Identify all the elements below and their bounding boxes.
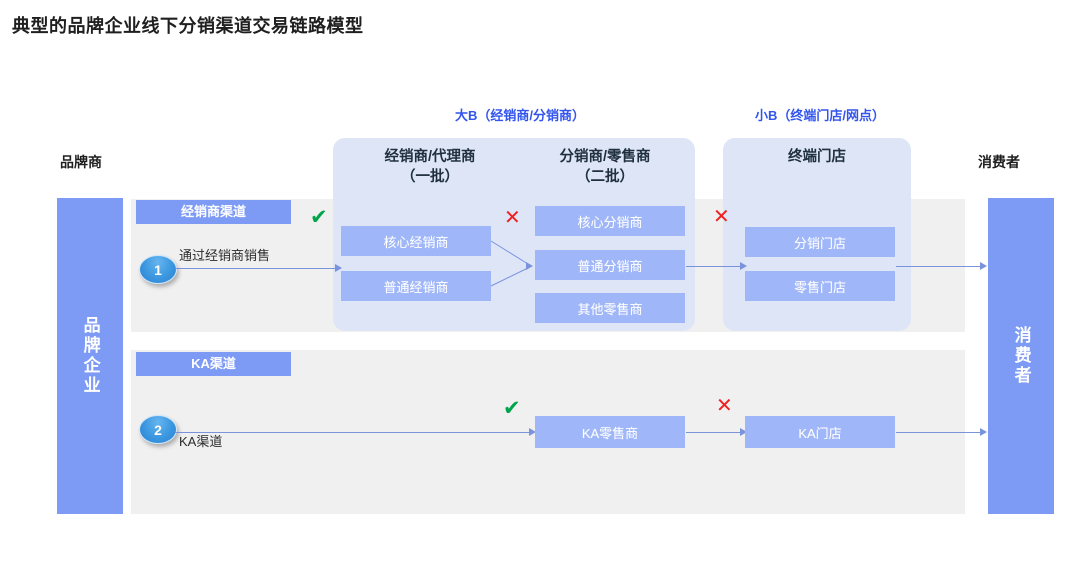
arrowhead-dealer-to-distributor	[526, 262, 533, 270]
node-retail-store[interactable]: 零售门店	[745, 271, 895, 301]
arrowhead-ka-store-to-consumer	[980, 428, 987, 436]
flow-label-dealer-channel: 通过经销商销售	[179, 248, 271, 263]
stage-title-terminal-store: 终端门店	[788, 149, 846, 165]
node-normal-dealer[interactable]: 普通经销商	[341, 271, 491, 301]
column-header-consumer: 消费者	[978, 154, 1020, 170]
node-distribution-store[interactable]: 分销门店	[745, 227, 895, 257]
step-badge-1: 1	[139, 255, 177, 284]
cross-icon-ka-retailer-to-ka-store: ✕	[716, 395, 733, 417]
group-caption-big-b: 大B（经销商/分销商）	[454, 108, 585, 123]
connector-brand-to-ka-retailer	[175, 432, 532, 433]
arrowhead-store-to-consumer	[980, 262, 987, 270]
node-core-distributor[interactable]: 核心分销商	[535, 206, 685, 236]
arrowhead-ka-retailer-to-ka-store	[740, 428, 747, 436]
node-core-dealer[interactable]: 核心经销商	[341, 226, 491, 256]
stage-title-distributor: 分销商/零售商 （二批）	[559, 149, 651, 185]
connector-ka-retailer-to-ka-store	[686, 432, 743, 433]
page-title: 典型的品牌企业线下分销渠道交易链路模型	[12, 16, 364, 36]
flow-label-ka-channel: KA渠道	[179, 434, 223, 449]
cross-icon-distributor-to-store: ✕	[713, 206, 730, 228]
group-caption-small-b: 小B（终端门店/网点）	[754, 108, 885, 123]
stage-title-dealer: 经销商/代理商 （一批）	[384, 149, 476, 185]
arrowhead-brand-to-ka-retailer	[529, 428, 536, 436]
vertical-bar-brand-enterprise: 品牌企业	[57, 198, 123, 514]
vertical-bar-consumer-label: 消费者	[1011, 326, 1031, 386]
vertical-bar-consumer: 消费者	[988, 198, 1054, 514]
connector-distributor-to-store	[686, 266, 743, 267]
vertical-bar-brand-label: 品牌企业	[80, 316, 100, 396]
column-header-brand: 品牌商	[60, 154, 102, 170]
check-icon-ka-link: ✔	[503, 397, 521, 420]
connector-ka-store-to-consumer	[896, 432, 984, 433]
node-ka-retailer[interactable]: KA零售商	[535, 416, 685, 448]
cross-icon-dealer-to-distributor: ✕	[504, 207, 521, 229]
channel-tab-dealer[interactable]: 经销商渠道	[136, 200, 291, 224]
node-normal-distributor[interactable]: 普通分销商	[535, 250, 685, 280]
step-badge-2: 2	[139, 415, 177, 444]
node-other-retailer[interactable]: 其他零售商	[535, 293, 685, 323]
arrowhead-distributor-to-store	[740, 262, 747, 270]
channel-tab-ka[interactable]: KA渠道	[136, 352, 291, 376]
connector-brand-to-dealer	[175, 268, 337, 269]
arrowhead-brand-to-dealer	[335, 264, 342, 272]
check-icon-dealer-link: ✔	[310, 206, 328, 229]
node-ka-store[interactable]: KA门店	[745, 416, 895, 448]
connector-store-to-consumer	[896, 266, 984, 267]
